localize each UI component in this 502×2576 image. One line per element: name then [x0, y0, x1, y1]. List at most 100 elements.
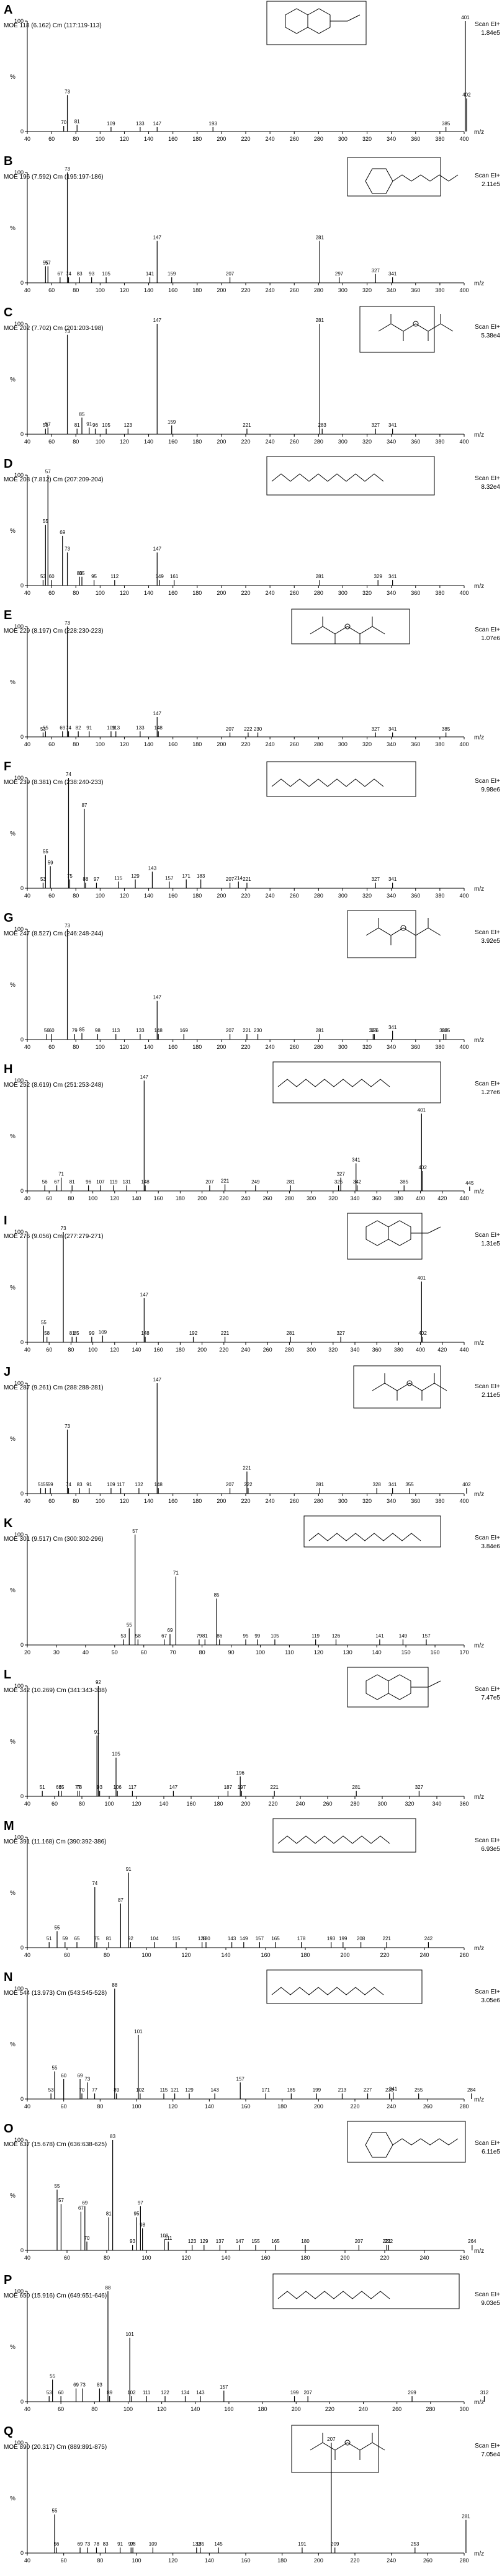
x-tick-label: 100 — [96, 287, 105, 293]
peak-label: 193 — [327, 1936, 336, 1941]
peak-label: 91 — [126, 1866, 132, 1872]
x-tick-label: 340 — [350, 1347, 359, 1353]
peak-label: 99 — [254, 1633, 260, 1639]
y-axis-label: % — [10, 982, 16, 989]
x-tick-label: 240 — [295, 1801, 305, 1807]
peak-label: 81 — [69, 1179, 75, 1185]
x-tick-label: 280 — [459, 2557, 468, 2564]
peak-label: 73 — [65, 329, 70, 334]
peak-label: 185 — [287, 2087, 296, 2093]
peak-label: 65 — [74, 1936, 80, 1941]
peak-label: 196 — [236, 1770, 245, 1776]
x-tick-label: 240 — [266, 741, 275, 747]
y-tick-label: 100 — [14, 472, 24, 478]
x-tick-label: 220 — [380, 2255, 389, 2261]
x-tick-label: 260 — [290, 1498, 299, 1504]
x-tick-label: 40 — [24, 2103, 30, 2110]
peak-label: 85 — [214, 1592, 220, 1598]
x-tick-label: 40 — [24, 2406, 30, 2412]
y-axis-label: % — [10, 679, 16, 686]
peak-label: 96 — [92, 422, 98, 428]
peak-label: 69 — [82, 2200, 87, 2206]
peak-label: 207 — [226, 1028, 235, 1033]
x-tick-label: 220 — [380, 1952, 389, 1958]
peak-label: 67 — [161, 1633, 167, 1639]
y-tick-label: 0 — [20, 582, 24, 589]
peak-label: 73 — [61, 1226, 66, 1231]
peak-label: 157 — [256, 1936, 264, 1941]
peak-label: 97 — [128, 2541, 134, 2547]
peak-label: 249 — [251, 1179, 260, 1185]
peak-label: 281 — [286, 1330, 295, 1336]
structure-inset — [272, 1818, 416, 1853]
x-tick-label: 160 — [431, 1649, 440, 1656]
x-axis-label: m/z — [474, 432, 484, 439]
peak-label: 312 — [480, 2390, 489, 2396]
scan-mode-label: Scan EI+ — [475, 324, 500, 331]
peak-label: 79 — [196, 1633, 202, 1639]
peak-label: 147 — [153, 121, 162, 127]
peak-label: 95 — [243, 1633, 249, 1639]
x-tick-label: 360 — [411, 439, 420, 445]
peak-label: 281 — [316, 574, 325, 579]
x-tick-label: 150 — [401, 1649, 411, 1656]
x-tick-label: 200 — [340, 2255, 349, 2261]
x-tick-label: 70 — [170, 1649, 176, 1656]
x-tick-label: 320 — [328, 1195, 338, 1201]
x-tick-label: 240 — [419, 2255, 429, 2261]
x-tick-label: 200 — [292, 2406, 301, 2412]
y-axis-label: % — [10, 74, 16, 81]
spectrum-title: MOE 287 (9.261) Cm (288:288-281) — [4, 1384, 104, 1391]
peak-label: 221 — [383, 2239, 392, 2244]
peak-label: 55 — [43, 725, 48, 731]
x-tick-label: 280 — [314, 893, 323, 899]
peak-label: 129 — [185, 2087, 194, 2093]
peak-label: 73 — [65, 1424, 70, 1429]
peak-label: 213 — [338, 2087, 347, 2093]
x-tick-label: 140 — [132, 1195, 141, 1201]
x-tick-label: 200 — [217, 136, 226, 142]
scan-mode-label: Scan EI+ — [475, 1232, 500, 1239]
scan-mode-label: Scan EI+ — [475, 172, 500, 179]
spectrum-title: MOE 118 (6.162) Cm (117:119-113) — [4, 22, 102, 29]
x-tick-label: 200 — [217, 893, 226, 899]
peak-label: 77 — [75, 1785, 81, 1790]
x-tick-label: 220 — [241, 287, 250, 293]
x-tick-label: 100 — [96, 1498, 105, 1504]
peak-label: 109 — [99, 1329, 107, 1335]
x-tick-label: 400 — [459, 136, 468, 142]
x-tick-label: 200 — [217, 590, 226, 596]
x-tick-label: 280 — [314, 287, 323, 293]
peak-label: 171 — [262, 2087, 271, 2093]
peak-label: 239 — [385, 2087, 394, 2093]
peak-label: 111 — [164, 2235, 173, 2241]
spectrum-title: MOE 276 (9.056) Cm (277:279-271) — [4, 1233, 104, 1240]
x-tick-label: 160 — [168, 287, 177, 293]
x-tick-label: 240 — [241, 1347, 250, 1353]
x-axis-label: m/z — [474, 583, 484, 590]
x-tick-label: 260 — [290, 1044, 299, 1050]
x-tick-label: 120 — [181, 1952, 190, 1958]
peak-label: 180 — [301, 2239, 310, 2244]
peak-label: 207 — [226, 271, 235, 277]
peak-label: 221 — [221, 1178, 230, 1183]
x-tick-label: 180 — [192, 439, 202, 445]
peak-label: 91 — [86, 421, 92, 427]
x-tick-label: 180 — [176, 1347, 185, 1353]
x-tick-label: 100 — [96, 590, 105, 596]
peak-label: 187 — [224, 1785, 233, 1790]
x-tick-label: 200 — [197, 1195, 207, 1201]
peak-label: 109 — [149, 2541, 158, 2547]
x-tick-label: 60 — [61, 2103, 67, 2110]
x-tick-label: 340 — [387, 136, 396, 142]
x-tick-label: 340 — [387, 590, 396, 596]
